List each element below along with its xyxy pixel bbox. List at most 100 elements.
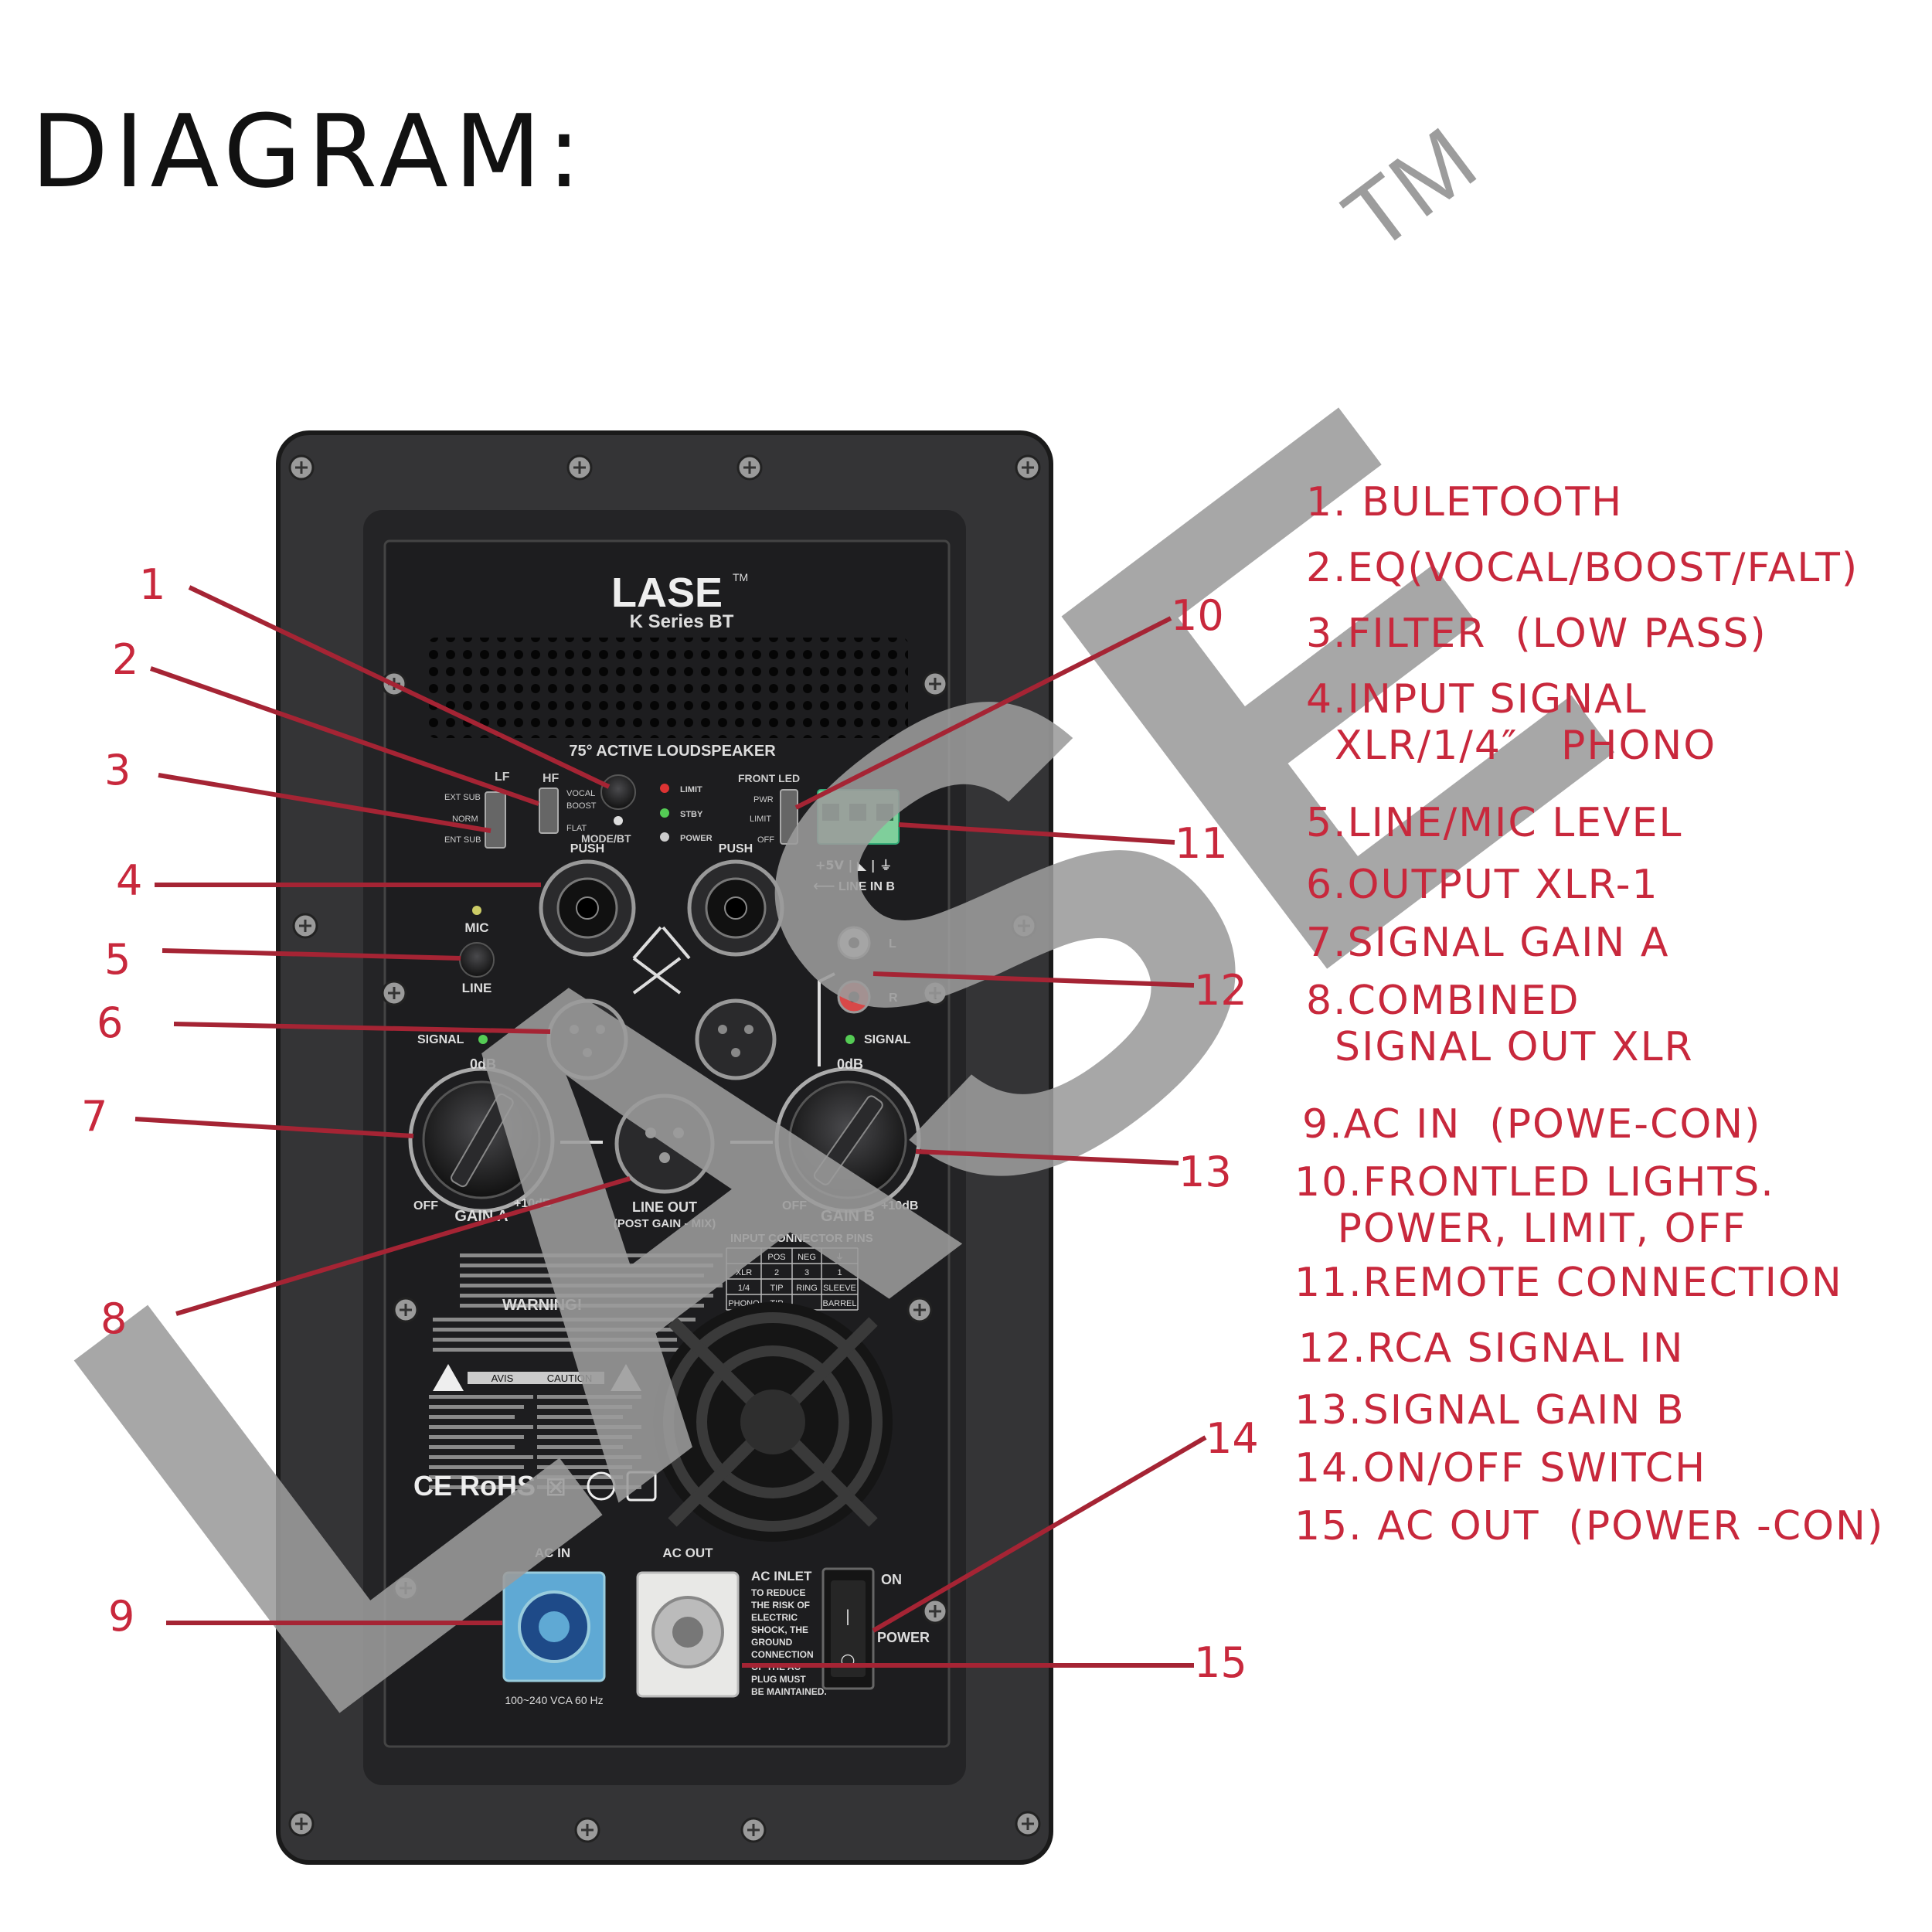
fine-print-line xyxy=(429,1435,524,1439)
legend-item-9: 9.AC IN (POWE-CON) xyxy=(1302,1101,1761,1148)
gain-b-max: +10dB xyxy=(881,1199,918,1213)
routing-arrows xyxy=(632,926,691,995)
legend-item-15: 15. AC OUT (POWER -CON) xyxy=(1294,1503,1884,1549)
callout-4: 4 xyxy=(116,856,143,905)
pins-table-cell: XLR xyxy=(736,1268,752,1277)
ac-out-label: AC OUT xyxy=(662,1546,713,1560)
gain-a-off: OFF xyxy=(413,1199,438,1213)
line-out-xlr[interactable] xyxy=(614,1094,715,1194)
fine-print-line xyxy=(460,1294,713,1298)
callout-leader-lines xyxy=(134,585,1207,1668)
ac-in-socket-center xyxy=(539,1611,570,1642)
callout-leader-line xyxy=(158,773,492,833)
screw-icon xyxy=(288,454,315,481)
legend-item-line: 6.OUTPUT XLR-1 xyxy=(1306,862,1659,908)
warning-triangle-icon-right xyxy=(611,1364,641,1391)
screw-icon xyxy=(1015,1811,1041,1837)
fine-print-line xyxy=(429,1475,515,1479)
remote-pin xyxy=(849,804,866,821)
compliance-text xyxy=(429,1253,723,1489)
legend-item-line: 1. BULETOOTH xyxy=(1306,479,1624,526)
callout-1: 1 xyxy=(139,560,166,609)
hf-option-1: BOOST xyxy=(566,801,597,811)
screw-icon xyxy=(292,913,318,939)
power-switch-on-mark: | xyxy=(845,1607,851,1625)
gain-a-zero: 0dB xyxy=(470,1056,496,1072)
screw-icon xyxy=(1015,454,1041,481)
fine-print-line xyxy=(433,1328,686,1332)
callout-8: 8 xyxy=(100,1294,128,1343)
input-jack-a[interactable] xyxy=(539,859,636,957)
legend-item-10: 10.FRONTLED LIGHTS. POWER, LIMIT, OFF xyxy=(1294,1159,1775,1252)
hf-option-2: FLAT xyxy=(566,824,587,833)
caution-label: CAUTION xyxy=(547,1372,593,1384)
fine-print-line xyxy=(429,1395,533,1399)
signal-led-b xyxy=(845,1035,855,1044)
hf-switch[interactable] xyxy=(539,787,559,834)
callout-2: 2 xyxy=(112,635,139,684)
legend-item-line: 12.RCA SIGNAL IN xyxy=(1298,1325,1685,1372)
cooling-fan xyxy=(653,1302,893,1542)
legend-item-14: 14.ON/OFF SWITCH xyxy=(1294,1445,1706,1492)
certification-marks: CE RoHS xyxy=(413,1470,536,1502)
pins-table-cell: ⏚ xyxy=(835,1252,844,1262)
output-xlr-1[interactable] xyxy=(546,998,628,1080)
output-xlr-2[interactable] xyxy=(695,998,777,1080)
front-led-option-2: OFF xyxy=(757,835,774,845)
legend-item-line: POWER, LIMIT, OFF xyxy=(1294,1206,1747,1252)
fine-print-line xyxy=(460,1264,713,1267)
rca-right-center xyxy=(849,992,859,1002)
gain-b-ring xyxy=(774,1066,921,1213)
legend-item-line: 10.FRONTLED LIGHTS. xyxy=(1294,1159,1775,1206)
screw-icon xyxy=(906,1297,933,1323)
lf-label: LF xyxy=(495,770,510,784)
pins-table-cell: POS xyxy=(767,1253,785,1262)
callout-leader-line xyxy=(872,971,1195,988)
remote-pin xyxy=(822,804,839,821)
mode-bt-label: MODE/BT xyxy=(581,832,631,845)
screw-icon xyxy=(393,1297,419,1323)
front-led-switch[interactable] xyxy=(780,789,798,845)
bluetooth-led xyxy=(614,816,623,825)
panel-brand: LASE xyxy=(611,570,723,616)
signal-label-b: SIGNAL xyxy=(864,1033,911,1046)
avis-label: AVIS xyxy=(492,1372,514,1384)
ac-inlet-note-line: SHOCK, THE xyxy=(751,1624,808,1635)
line-label: LINE xyxy=(462,981,492,995)
gain-b-pointer xyxy=(813,1095,883,1185)
push-label-a: PUSH xyxy=(570,842,604,855)
legend-item-line: 3.FILTER (LOW PASS) xyxy=(1306,611,1767,657)
pins-table-cell: SLEEVE xyxy=(823,1284,856,1293)
callout-7: 7 xyxy=(81,1092,108,1141)
bluetooth-button[interactable] xyxy=(600,774,636,810)
fine-print-line xyxy=(460,1304,704,1308)
ac-inlet-note-line: GROUND xyxy=(751,1637,793,1648)
fine-print-line xyxy=(460,1284,723,1287)
lf-switch[interactable] xyxy=(485,791,506,849)
gain-a-ring xyxy=(408,1066,555,1213)
legend-item-line: 4.INPUT SIGNAL xyxy=(1306,676,1648,723)
bezel-screws xyxy=(288,454,1041,1843)
fine-print-line xyxy=(460,1253,723,1257)
front-led-title: FRONT LED xyxy=(738,772,800,784)
input-jack-b[interactable] xyxy=(687,859,784,957)
lf-option-0: EXT SUB xyxy=(444,793,481,802)
watermark-tm: TM xyxy=(1325,107,1495,270)
fine-print-line xyxy=(537,1405,632,1409)
line-out-sublabel: (POST GAIN - MIX) xyxy=(614,1217,716,1230)
legend-item-12: 12.RCA SIGNAL IN xyxy=(1298,1325,1685,1372)
rca-left-center xyxy=(849,937,859,948)
legend-item-3: 3.FILTER (LOW PASS) xyxy=(1306,611,1767,657)
fine-print-line xyxy=(537,1415,623,1419)
callout-5: 5 xyxy=(104,935,131,984)
legend-item-line: 11.REMOTE CONNECTION xyxy=(1294,1260,1843,1306)
hf-label: HF xyxy=(543,772,560,785)
callout-leader-line xyxy=(794,616,1172,810)
signal-led-a xyxy=(478,1035,488,1044)
mic-label: MIC xyxy=(464,920,488,935)
callout-leader-line xyxy=(134,1117,414,1138)
avis-box xyxy=(468,1372,537,1384)
fine-print-line xyxy=(429,1455,533,1459)
